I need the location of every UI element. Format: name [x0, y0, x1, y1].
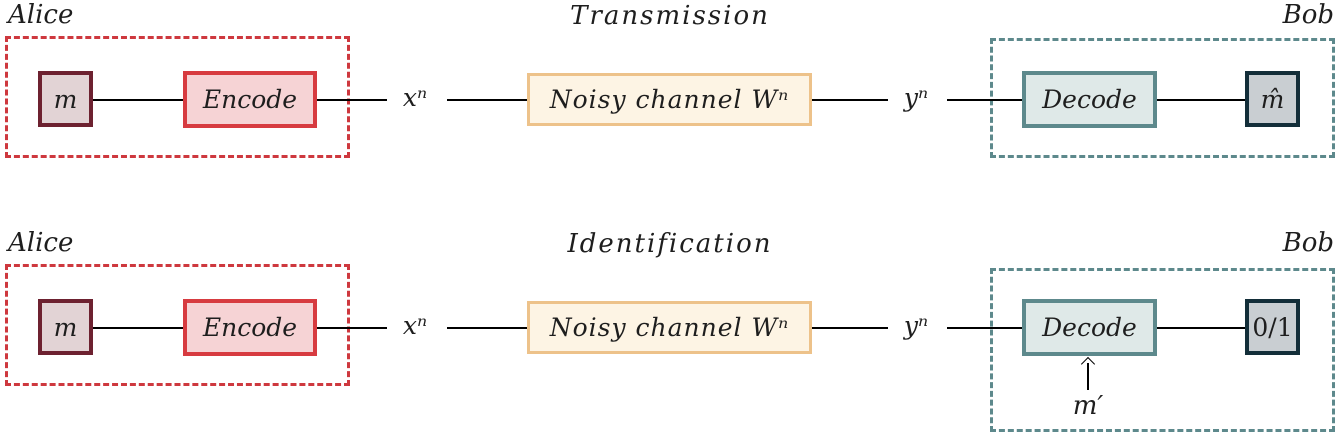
message-box: m: [38, 299, 93, 355]
alice-group-outline: [5, 36, 350, 158]
alice-label: Alice: [8, 228, 74, 258]
wire-decode-to-output: [1157, 327, 1245, 329]
encode-box: Encode: [183, 299, 317, 356]
wire-message-to-encode: [93, 99, 183, 101]
wire-decode-to-output: [1157, 99, 1245, 101]
decoded-message-box: m̂: [1245, 71, 1300, 127]
alice-group-outline: [5, 264, 350, 386]
bob-label: Bob: [1282, 0, 1334, 30]
identification-row: Alice Identification Bob m Encode xⁿ Noi…: [0, 228, 1340, 437]
wire-received-to-decode: [947, 99, 1022, 101]
wire-channel-to-received: [812, 99, 888, 101]
wire-codeword-to-channel: [447, 99, 527, 101]
bob-label: Bob: [1282, 228, 1334, 258]
wire-message-to-encode: [93, 327, 183, 329]
decode-box: Decode: [1022, 299, 1157, 356]
message-box: m: [38, 71, 93, 127]
identification-title: Identification: [567, 229, 773, 259]
transmission-row: Alice Transmission Bob m Encode xⁿ Noisy…: [0, 0, 1340, 212]
decode-box: Decode: [1022, 71, 1157, 128]
noisy-channel-box: Noisy channel Wⁿ: [527, 301, 812, 354]
wire-channel-to-received: [812, 327, 888, 329]
received-signal-label: yⁿ: [903, 311, 929, 340]
transmission-title: Transmission: [570, 1, 770, 31]
received-signal-label: yⁿ: [903, 83, 929, 112]
query-arrow-stem: [1087, 363, 1089, 390]
bob-group-outline: [990, 38, 1335, 158]
codeword-signal-label: xⁿ: [402, 83, 428, 112]
wire-codeword-to-channel: [447, 327, 527, 329]
query-message-label: m′: [1072, 391, 1104, 421]
encode-box: Encode: [183, 71, 317, 128]
codeword-signal-label: xⁿ: [402, 311, 428, 340]
wire-received-to-decode: [947, 327, 1022, 329]
identification-verdict-box: 0/1: [1245, 299, 1300, 355]
noisy-channel-box: Noisy channel Wⁿ: [527, 73, 812, 126]
wire-encode-to-codeword: [317, 99, 387, 101]
alice-label: Alice: [8, 0, 74, 30]
bob-group-outline: [990, 268, 1335, 432]
wire-encode-to-codeword: [317, 327, 387, 329]
